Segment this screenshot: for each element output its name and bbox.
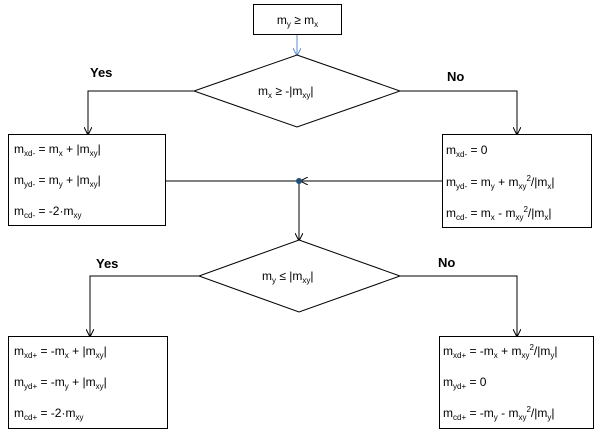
tl-line2: myd- = my + |mxy| (14, 173, 101, 189)
box-top-left: mxd- = mx + |mxy| myd- = my + |mxy| mcd-… (8, 134, 166, 226)
bl-line1: mxd+ = -mx + |mxy| (14, 344, 107, 360)
decision1-label: mx ≥ -|mxy| (258, 84, 314, 100)
yes1-label: Yes (90, 65, 113, 80)
box-top-right: mxd- = 0 myd- = my + mxy2/|mx| mcd- = mx… (442, 134, 592, 228)
decision2-diamond (197, 239, 402, 313)
start-label: my ≥ mx (276, 13, 319, 29)
br-line2: myd+ = 0 (443, 375, 487, 391)
tr-line1: mxd- = 0 (446, 143, 488, 159)
bl-line3: mcd+ = -2·mxy (14, 406, 84, 422)
junction-dot (296, 178, 302, 184)
start-box: my ≥ mx (253, 4, 342, 35)
no2-connector (400, 275, 517, 336)
tr-line3: mcd- = mx - mxy2/|mx| (446, 205, 552, 222)
br-line3: mcd+ = -my - mxy2/|my| (443, 405, 555, 422)
yes1-connector (88, 90, 194, 134)
decision1-diamond (192, 54, 402, 128)
no1-label: No (447, 69, 465, 84)
decision2-label: my ≤ |mxy| (262, 269, 314, 285)
bl-line2: myd+ = -my + |mxy| (14, 375, 107, 391)
tr-line2: myd- = my + mxy2/|mx| (446, 174, 555, 191)
yes2-connector (90, 275, 199, 336)
box-bottom-left: mxd+ = -mx + |mxy| myd+ = -my + |mxy| mc… (8, 336, 168, 429)
tl-line3: mcd- = -2·mxy (14, 204, 82, 220)
no2-label: No (438, 255, 456, 270)
br-line1: mxd+ = -mx + mxy2/|my| (443, 343, 558, 360)
yes2-label: Yes (96, 256, 119, 271)
box-bottom-right: mxd+ = -mx + mxy2/|my| myd+ = 0 mcd+ = -… (439, 336, 594, 429)
tl-line1: mxd- = mx + |mxy| (14, 142, 101, 158)
no1-connector (400, 90, 517, 134)
